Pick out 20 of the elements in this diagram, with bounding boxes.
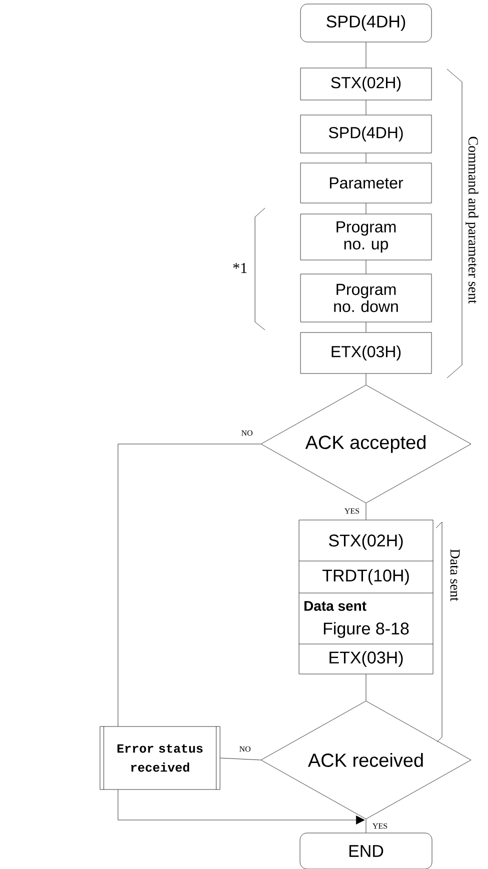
bracket-label: Command and parameter sent (466, 136, 478, 304)
process-box: STX(02H) (300, 68, 432, 100)
process-box: Parameter (300, 162, 432, 204)
predefined-process-box: Error status received (100, 726, 220, 790)
footnote-mark: *1 (233, 263, 247, 273)
edge-label: YES (371, 822, 389, 830)
process-box: Program no. up (300, 214, 432, 260)
edge-label: YES (343, 507, 361, 515)
connector (118, 444, 261, 727)
connector (220, 758, 261, 760)
frame-stack-box: STX(02H) TRDT(10H) Data sent Figure 8-18 ETX(03H) (298, 520, 434, 674)
bracket-label: Data sent (450, 549, 460, 602)
terminal-box: END (300, 832, 432, 869)
process-box: ETX(03H) (300, 332, 432, 374)
edge-label: NO (240, 429, 254, 437)
terminal-box: SPD(4DH) (300, 4, 432, 42)
edge-label: NO (238, 745, 252, 753)
connector (118, 789, 365, 824)
process-box: SPD(4DH) (300, 114, 432, 154)
process-box: Program no. down (300, 274, 432, 322)
